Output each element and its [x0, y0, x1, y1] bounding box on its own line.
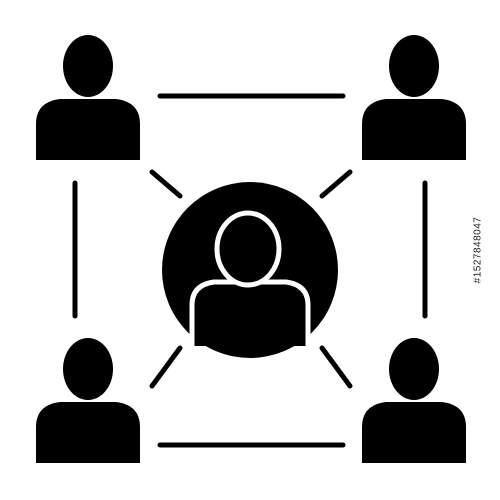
connector-diagonal-bottom-left	[149, 345, 183, 389]
center-person-badge	[162, 182, 338, 358]
connector-diagonal-top-right	[319, 169, 353, 199]
person-top-right-icon	[362, 35, 466, 160]
person-center-icon	[189, 210, 311, 346]
stock-asset-id: #1527848047	[472, 216, 484, 284]
person-top-left-icon	[36, 35, 140, 160]
connector-lines	[72, 93, 428, 448]
connector-diagonal-top-left	[149, 169, 183, 199]
connector-diagonal-bottom-right	[319, 345, 353, 389]
diagonal-connectors	[149, 169, 353, 389]
person-bottom-right-icon	[362, 338, 466, 463]
person-bottom-left-icon	[36, 338, 140, 463]
